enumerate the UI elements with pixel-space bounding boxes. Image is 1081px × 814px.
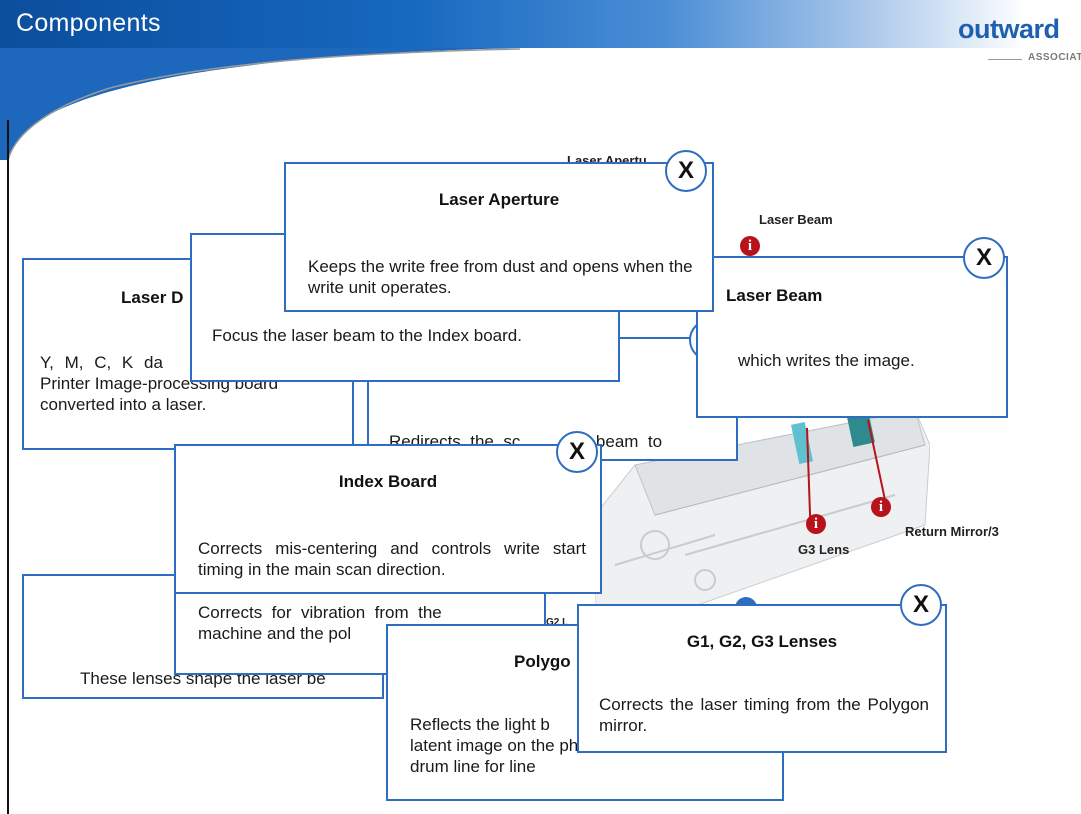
- logo-divider: [988, 59, 1022, 60]
- header-band: [0, 0, 1081, 48]
- close-button-index-board[interactable]: X: [556, 431, 598, 473]
- popup-body-line: drum line for line: [410, 757, 536, 776]
- label-g3-lens: G3 Lens: [798, 542, 850, 557]
- close-button-g-lenses[interactable]: X: [900, 584, 942, 626]
- close-button-laser-aperture[interactable]: X: [665, 150, 707, 192]
- header-swoosh: [0, 48, 520, 160]
- label-return-mirror: Return Mirror/3: [905, 524, 999, 539]
- popup-laser-beam: Laser Beam which writes the image.: [696, 256, 1008, 418]
- popup-title: Polygo: [514, 652, 571, 671]
- popup-body: Corrects for vibration from the machine …: [198, 602, 528, 644]
- popup-body: Focus the laser beam to the Index board.: [212, 326, 522, 345]
- popup-body-line: Reflects the light b: [410, 715, 550, 734]
- popup-body: Corrects the laser timing from the Polyg…: [599, 695, 929, 735]
- popup-laser-aperture: Laser Aperture Keeps the write free from…: [284, 162, 714, 312]
- popup-g-lenses: G1, G2, G3 Lenses Corrects the laser tim…: [577, 604, 947, 753]
- popup-title: Laser Beam: [726, 286, 823, 305]
- laser-unit-photo: [595, 409, 930, 620]
- popup-body-line: converted into a laser.: [40, 395, 207, 414]
- logo-wordmark: outward: [958, 14, 1060, 44]
- popup-body-line: Corrects for vibration from the: [198, 603, 442, 622]
- popup-title: G1, G2, G3 Lenses: [686, 632, 838, 651]
- page-title: Components: [16, 9, 161, 37]
- info-icon-laser-beam[interactable]: i: [740, 236, 760, 256]
- info-icon-return-mirror[interactable]: i: [871, 497, 891, 517]
- popup-body-line: Y, M, C, K da: [40, 353, 163, 372]
- popup-title: Laser D: [121, 288, 184, 307]
- popup-body: which writes the image.: [738, 351, 915, 370]
- company-logo: outward ASSOCIATE: [948, 12, 1081, 72]
- popup-index-board: Index Board Corrects mis-centering and c…: [174, 444, 602, 594]
- popup-title: Index Board: [338, 472, 438, 491]
- popup-body-line: machine and the pol: [198, 624, 352, 643]
- close-button-laser-beam[interactable]: X: [963, 237, 1005, 279]
- left-border-rule: [7, 120, 9, 814]
- logo-subtitle: ASSOCIATE: [1028, 52, 1081, 63]
- popup-body: Keeps the write free from dust and opens…: [308, 257, 693, 297]
- label-laser-beam: Laser Beam: [759, 212, 833, 227]
- popup-title: Laser Aperture: [438, 190, 560, 209]
- info-icon-g3-lens[interactable]: i: [806, 514, 826, 534]
- popup-body: Corrects mis-centering and controls writ…: [198, 539, 586, 579]
- label-g2-lens: G2 L: [546, 617, 569, 628]
